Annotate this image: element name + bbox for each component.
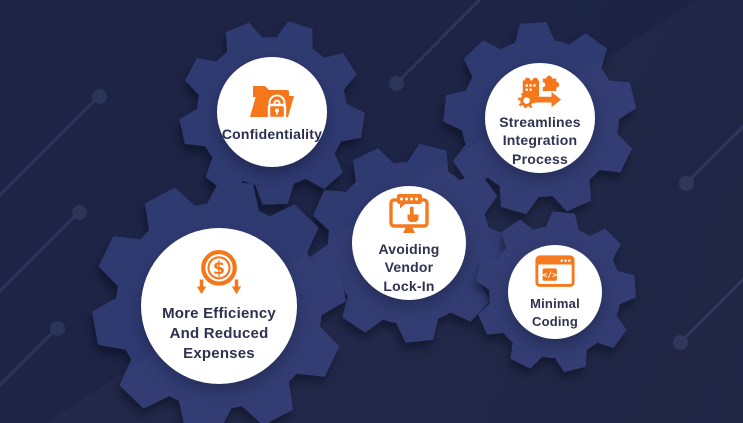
code-window-icon: </> xyxy=(534,254,576,290)
puzzle-gear-arrow-icon xyxy=(517,68,563,109)
connector-line-segment xyxy=(679,276,743,343)
dollar-coin-arrows-icon: $ xyxy=(191,248,247,299)
gear-more-efficiency-and-reduced-expenses: $ More Efficiency And Reduced Expenses xyxy=(93,180,345,423)
benefit-label: Minimal Coding xyxy=(530,296,580,329)
benefit-circle: $ More Efficiency And Reduced Expenses xyxy=(141,228,297,384)
gear-streamlines-integration-process: Streamlines Integration Process xyxy=(444,22,636,214)
monitor-click-icon xyxy=(386,191,432,235)
benefit-circle: Streamlines Integration Process xyxy=(485,63,595,173)
connector-line-segment xyxy=(685,122,743,184)
connector-line-segment xyxy=(0,211,80,298)
benefit-circle: </> Minimal Coding xyxy=(508,245,602,339)
benefit-circle: Confidentiality xyxy=(217,57,327,167)
gear-avoiding-vendor-lock-in: Avoiding Vendor Lock-In xyxy=(310,144,508,342)
connector-dot xyxy=(678,175,694,191)
connector-dot xyxy=(91,88,107,104)
connector-line-segment xyxy=(0,327,58,397)
gear-minimal-coding: </> Minimal Coding xyxy=(475,212,635,372)
benefit-circle: Avoiding Vendor Lock-In xyxy=(352,186,466,300)
benefit-label: Confidentiality xyxy=(221,126,323,143)
svg-text:$: $ xyxy=(213,259,225,279)
gear-confidentiality: Confidentiality xyxy=(180,20,364,204)
connector-line-segment xyxy=(0,95,100,203)
connector-dot xyxy=(49,320,65,336)
svg-text:</>: </> xyxy=(542,270,557,280)
folder-lock-icon xyxy=(249,80,295,120)
benefit-label: Avoiding Vendor Lock-In xyxy=(378,240,440,294)
connector-dot xyxy=(672,334,688,350)
benefit-label: More Efficiency And Reduced Expenses xyxy=(162,305,276,363)
connector-dot xyxy=(71,204,87,220)
connector-dot xyxy=(388,75,404,91)
benefit-label: Streamlines Integration Process xyxy=(499,113,581,167)
